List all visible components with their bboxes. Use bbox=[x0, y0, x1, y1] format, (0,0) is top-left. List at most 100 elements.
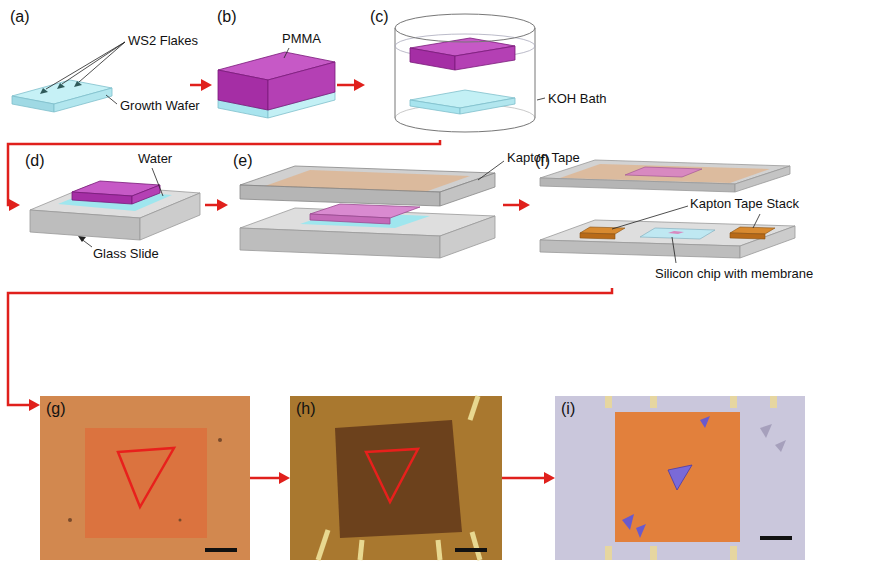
leader-line bbox=[478, 161, 504, 180]
glass-slide-with-water bbox=[30, 168, 200, 247]
arrow-head bbox=[201, 79, 212, 91]
panel-letter: (i) bbox=[561, 400, 575, 418]
panel-letter: (h) bbox=[296, 400, 316, 418]
arrow-head bbox=[354, 79, 365, 91]
leader-line bbox=[612, 206, 688, 229]
electrode bbox=[360, 540, 362, 560]
membrane-window bbox=[85, 428, 207, 538]
debris bbox=[218, 438, 222, 442]
leader-line bbox=[106, 95, 117, 104]
panel-letter: (d) bbox=[25, 152, 45, 170]
electrode bbox=[730, 546, 737, 560]
micrograph-panel: (i) bbox=[555, 396, 805, 560]
pmma-front bbox=[310, 214, 390, 224]
label-holder: KOH Bath bbox=[548, 91, 607, 106]
leader-line bbox=[284, 48, 289, 58]
label-holder: Silicon chip with membrane bbox=[655, 266, 813, 281]
leader-line bbox=[753, 214, 760, 228]
pmma-film bbox=[335, 420, 462, 538]
pmma-front bbox=[72, 192, 132, 204]
ws2-flake bbox=[668, 465, 692, 490]
leader-line bbox=[79, 42, 125, 82]
slide-front bbox=[540, 178, 735, 192]
pmma-side bbox=[268, 62, 335, 110]
arrow-head bbox=[544, 472, 555, 484]
part-label: Growth Wafer bbox=[120, 98, 200, 113]
growth-wafer bbox=[12, 42, 125, 112]
electrode bbox=[472, 532, 480, 560]
electrode bbox=[770, 396, 777, 408]
process-arrow bbox=[337, 79, 365, 91]
process-arrow bbox=[250, 472, 290, 484]
kapton-stack bbox=[730, 233, 765, 239]
arrow-line bbox=[8, 140, 440, 205]
arrow-head bbox=[9, 199, 20, 211]
slide-side bbox=[440, 173, 495, 206]
label-holder: Kapton Tape Stack bbox=[690, 196, 799, 211]
process-arrow bbox=[190, 79, 212, 91]
process-arrow bbox=[205, 199, 228, 211]
arrow-head bbox=[217, 199, 228, 211]
wafer-side bbox=[460, 98, 515, 114]
label-holder: Kapton Tape bbox=[507, 150, 580, 165]
electrode bbox=[470, 396, 478, 420]
micrograph bbox=[290, 396, 502, 560]
flake-outline bbox=[118, 448, 174, 507]
process-arrow bbox=[8, 140, 440, 211]
pmma-side bbox=[132, 185, 160, 204]
step-panel: (d) bbox=[20, 148, 205, 260]
arrow-head bbox=[279, 472, 290, 484]
micrograph-panel: (h) bbox=[290, 396, 502, 560]
slide-front bbox=[240, 228, 440, 258]
arrow-line bbox=[502, 477, 544, 480]
koh-dish bbox=[395, 14, 545, 132]
ws2-flake bbox=[700, 416, 710, 428]
debris bbox=[760, 424, 772, 438]
part-label: Glass Slide bbox=[93, 246, 159, 261]
ws2-flake bbox=[622, 514, 634, 530]
wafer-front bbox=[410, 100, 460, 114]
pmma-front bbox=[218, 70, 268, 110]
pmma-front bbox=[410, 48, 455, 70]
electrode bbox=[605, 546, 612, 560]
leader-line bbox=[672, 237, 676, 263]
dish-wall bbox=[395, 28, 396, 118]
electrode bbox=[318, 530, 328, 560]
arrow-line bbox=[190, 84, 201, 87]
leader-line bbox=[152, 168, 163, 196]
electrode bbox=[438, 540, 440, 560]
part-label: Kapton Tape bbox=[507, 150, 580, 165]
debris bbox=[68, 518, 72, 522]
micrograph bbox=[40, 396, 250, 560]
part-label: PMMA bbox=[282, 31, 321, 46]
part-label: Water bbox=[138, 151, 172, 166]
slide-front bbox=[30, 210, 140, 240]
label-holder: Glass Slide bbox=[93, 246, 159, 261]
debris bbox=[179, 519, 182, 522]
leader-head bbox=[78, 236, 86, 242]
electrode bbox=[650, 396, 657, 408]
slide-side bbox=[735, 166, 790, 192]
panel-letter: (b) bbox=[217, 8, 237, 26]
membrane-window bbox=[615, 412, 740, 542]
scale-bar bbox=[205, 548, 237, 552]
label-holder: Growth Wafer bbox=[120, 98, 200, 113]
electrode bbox=[730, 396, 737, 408]
step-panel: (b) bbox=[212, 4, 337, 129]
leader-line bbox=[46, 42, 125, 89]
label-holder: WS2 Flakes bbox=[128, 33, 198, 48]
micrograph-ground bbox=[40, 396, 250, 560]
scale-bar bbox=[455, 548, 487, 552]
transfer-setup bbox=[540, 160, 795, 263]
arrow-line bbox=[503, 204, 519, 207]
arrow-head bbox=[519, 199, 530, 211]
slide-sandwich bbox=[240, 161, 504, 258]
process-arrow bbox=[503, 199, 530, 211]
leader-line bbox=[62, 42, 125, 84]
arrow-line bbox=[205, 204, 217, 207]
debris bbox=[775, 440, 786, 452]
leader-line bbox=[537, 98, 545, 100]
